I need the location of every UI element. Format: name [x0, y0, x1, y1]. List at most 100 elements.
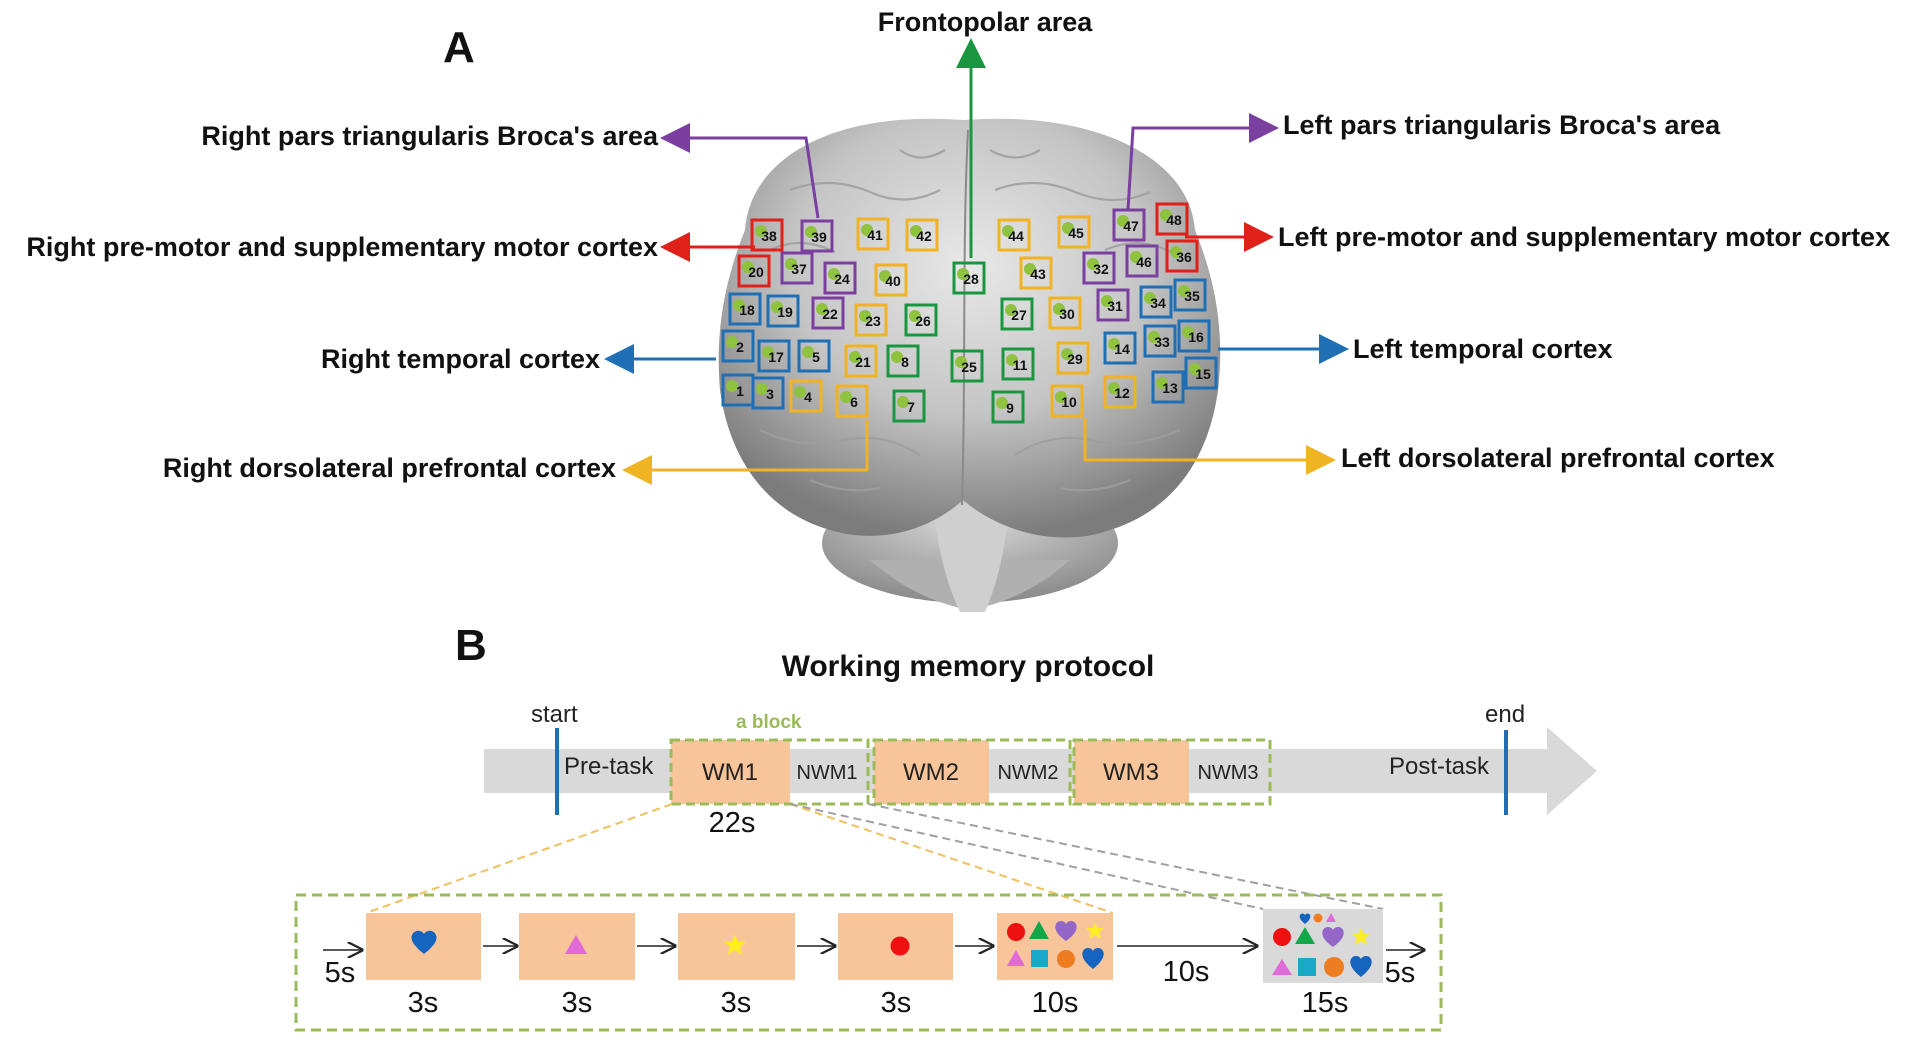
optode-dot: [1002, 225, 1014, 237]
channel-15: 15: [1184, 356, 1218, 390]
optode-dot: [1178, 285, 1190, 297]
channel-box: [750, 218, 784, 252]
optode-dot: [1062, 222, 1074, 234]
channel-number: 29: [1067, 351, 1083, 367]
optode-dot: [957, 268, 969, 280]
channel-5: 5: [797, 339, 831, 373]
channel-45: 45: [1057, 215, 1091, 249]
channel-box: [886, 344, 920, 378]
optode-dot: [726, 336, 738, 348]
stimulus-3-duration: 3s: [721, 987, 752, 1019]
channel-box: [1000, 297, 1034, 331]
stimulus-2-duration: 3s: [562, 987, 593, 1019]
channel-number: 25: [961, 359, 977, 375]
channel-2: 2: [721, 329, 755, 363]
channel-box: [991, 390, 1025, 424]
channel-box: [1001, 347, 1035, 381]
channel-36: 36: [1165, 239, 1199, 273]
channel-number: 11: [1013, 357, 1028, 373]
channel-7: 7: [892, 389, 926, 423]
channel-number: 36: [1176, 249, 1192, 265]
channel-box: [823, 261, 857, 295]
channel-box: [856, 217, 890, 251]
channel-box: [1165, 239, 1199, 273]
optode-dot: [1006, 354, 1018, 366]
stimulus-4-duration: 3s: [881, 987, 912, 1019]
channel-box: [1056, 341, 1090, 375]
channel-38: 38: [750, 218, 784, 252]
channel-number: 16: [1188, 329, 1204, 345]
channel-27: 27: [1000, 297, 1034, 331]
channel-number: 35: [1184, 288, 1200, 304]
channel-number: 42: [916, 228, 932, 244]
channel-box: [721, 329, 755, 363]
optode-dot: [1108, 338, 1120, 350]
wm2-label: WM2: [903, 759, 959, 786]
optode-dot: [1160, 209, 1172, 221]
wm3-box: [1074, 740, 1189, 804]
wm1-box: [671, 740, 790, 804]
channel-8: 8: [886, 344, 920, 378]
optode-dot: [1005, 304, 1017, 316]
channel-box: [905, 218, 939, 252]
channel-35: 35: [1173, 278, 1207, 312]
channel-14: 14: [1103, 331, 1137, 365]
optode-dot: [1024, 263, 1036, 275]
block-duration: 22s: [709, 807, 756, 839]
optode-dot: [910, 225, 922, 237]
optode-dot: [840, 391, 852, 403]
channel-26: 26: [904, 303, 938, 337]
optode-dot: [1053, 303, 1065, 315]
optode-dot: [1101, 295, 1113, 307]
channel-number: 47: [1123, 218, 1139, 234]
channel-number: 20: [748, 264, 764, 280]
channel-box: [1184, 356, 1218, 390]
channel-number: 8: [901, 354, 909, 370]
lead-out-duration: 5s: [1385, 957, 1416, 989]
gap-duration: 10s: [1163, 956, 1210, 988]
channel-number: 22: [822, 306, 838, 322]
optode-dot: [805, 226, 817, 238]
channel-box: [1125, 244, 1159, 278]
channel-number: 43: [1030, 266, 1046, 282]
optode-dot: [1182, 326, 1194, 338]
wm1-label: WM1: [702, 759, 758, 786]
optode-dot: [762, 346, 774, 358]
optode-dot: [1170, 246, 1182, 258]
recall-shapes: [1007, 921, 1104, 969]
optode-dot: [794, 386, 806, 398]
left-temporal-label: Left temporal cortex: [1353, 334, 1613, 364]
channel-number: 23: [865, 313, 881, 329]
channel-box: [1177, 319, 1211, 353]
block-label: a block: [736, 712, 802, 733]
channel-19: 19: [766, 294, 800, 328]
channel-number: 12: [1114, 385, 1130, 401]
channel-number: 34: [1150, 295, 1166, 311]
left-broca-arrow: [1126, 113, 1279, 211]
start-label: start: [531, 701, 578, 728]
right-broca-arrow: [660, 123, 820, 219]
channel-25: 25: [950, 349, 984, 383]
channel-box: [766, 294, 800, 328]
channel-44: 44: [997, 218, 1031, 252]
channel-box: [1019, 256, 1053, 290]
optode-dot: [742, 261, 754, 273]
channel-box: [844, 344, 878, 378]
channel-number: 28: [963, 271, 979, 287]
optode-dot: [1130, 251, 1142, 263]
block-1-outline: [669, 738, 870, 806]
channel-13: 13: [1151, 370, 1185, 404]
channel-37: 37: [780, 251, 814, 285]
optode-dot: [996, 397, 1008, 409]
end-label: end: [1485, 701, 1525, 728]
channel-10: 10: [1050, 384, 1084, 418]
channel-number: 2: [736, 339, 744, 355]
optode-dot: [756, 383, 768, 395]
channel-box: [1082, 251, 1116, 285]
optode-dot: [802, 346, 814, 358]
channel-number: 41: [867, 227, 883, 243]
lead-in-duration: 5s: [325, 957, 356, 989]
right-dlpfc-arrow: [622, 420, 869, 485]
